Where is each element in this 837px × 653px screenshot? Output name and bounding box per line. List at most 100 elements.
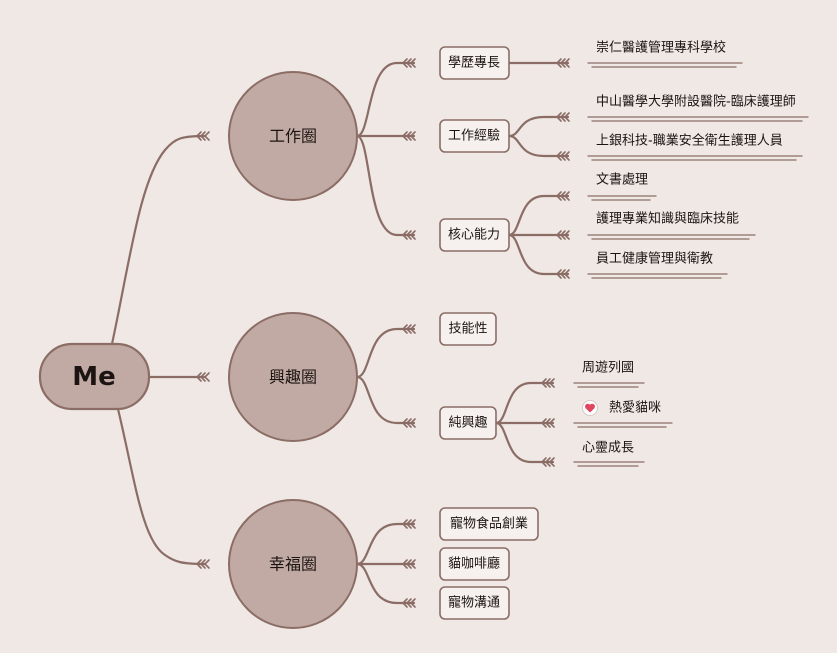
- arrow-chevron: [559, 151, 566, 161]
- arrow-chevron: [540, 378, 547, 388]
- sub-node-label: 技能性: [448, 322, 487, 337]
- arrow-chevron: [199, 559, 206, 569]
- sub-node-box: [439, 547, 510, 581]
- arrow-chevron: [555, 191, 562, 201]
- root-node[interactable]: Me: [38, 342, 151, 411]
- arrow-chevron: [409, 598, 416, 608]
- nodes: Me 工作圈 興趣圈 幸福圈 學歷專長 工作經驗: [38, 40, 796, 629]
- arrow-chevron: [548, 457, 555, 467]
- arrow-chevron: [405, 519, 412, 529]
- arrow-chevron: [555, 151, 562, 161]
- arrow-chevron: [563, 151, 570, 161]
- sub-node-label: 寵物溝通: [448, 595, 500, 611]
- sub-node-education[interactable]: 學歷專長: [439, 46, 510, 80]
- arrow-chevron: [544, 378, 551, 388]
- branch-label: 興趣圈: [269, 368, 317, 387]
- arrow-chevron: [555, 230, 562, 240]
- branch-node-interest[interactable]: 興趣圈: [228, 312, 358, 442]
- arrow-chevron: [409, 559, 416, 569]
- connector-line: [355, 562, 416, 605]
- connector-line: [507, 134, 570, 158]
- arrow-chevron: [405, 131, 412, 141]
- arrow-chevron: [409, 230, 416, 240]
- sub-node-box: [439, 312, 497, 346]
- sub-node-box: [439, 218, 510, 252]
- sub-node-box: [439, 586, 510, 620]
- sub-node-box: [439, 406, 497, 440]
- arrow-chevron: [195, 131, 202, 141]
- leaf-node[interactable]: 心靈成長: [582, 441, 634, 456]
- connector-line: [507, 194, 570, 237]
- leaf-label: 員工健康管理與衛教: [596, 251, 713, 267]
- sub-node-label: 工作經驗: [448, 129, 500, 144]
- sub-node-core-skills[interactable]: 核心能力: [439, 218, 510, 252]
- sub-node-label: 核心能力: [448, 228, 500, 243]
- arrow-chevron: [559, 191, 566, 201]
- arrow-chevron: [548, 378, 555, 388]
- root-node-label: Me: [72, 362, 116, 392]
- sub-node-label: 貓咖啡廳: [448, 556, 500, 572]
- leaf-label: 中山醫學大學附設醫院-臨床護理師: [596, 94, 796, 110]
- arrow-chevron: [544, 418, 551, 428]
- leaf-node[interactable]: 周遊列國: [582, 361, 634, 376]
- arrow-chevron: [409, 418, 416, 428]
- connector-line: [507, 233, 570, 276]
- arrow-chevron: [195, 372, 202, 382]
- sub-node-pet-communication[interactable]: 寵物溝通: [439, 586, 510, 620]
- arrow-chevron: [401, 58, 408, 68]
- leaf-node[interactable]: 上銀科技-職業安全衛生護理人員: [596, 133, 783, 149]
- leaf-node[interactable]: 員工健康管理與衛教: [596, 251, 713, 267]
- sub-node-label: 寵物食品創業: [450, 516, 528, 532]
- branch-node-work[interactable]: 工作圈: [228, 71, 358, 201]
- arrow-chevron: [401, 519, 408, 529]
- arrow-chevron: [401, 230, 408, 240]
- arrow-chevron: [563, 230, 570, 240]
- arrow-chevron: [559, 269, 566, 279]
- sub-node-label: 學歷專長: [448, 56, 500, 71]
- connector-line: [355, 327, 416, 379]
- leaf-node[interactable]: 護理專業知識與臨床技能: [596, 211, 739, 227]
- sub-node-skills[interactable]: 技能性: [439, 312, 497, 346]
- arrow-chevron: [563, 269, 570, 279]
- arrow-chevron: [405, 418, 412, 428]
- arrow-chevron: [559, 230, 566, 240]
- sub-node-box: [439, 507, 539, 541]
- arrow-chevron: [195, 559, 202, 569]
- arrow-chevron: [563, 58, 570, 68]
- sub-node-experience[interactable]: 工作經驗: [439, 119, 510, 153]
- arrow-chevron: [401, 324, 408, 334]
- sub-node-pure-interest[interactable]: 純興趣: [439, 406, 497, 440]
- leaf-label: 上銀科技-職業安全衛生護理人員: [596, 133, 783, 149]
- arrow-chevron: [405, 324, 412, 334]
- root-node-shape: [38, 342, 151, 411]
- sub-node-box: [439, 119, 510, 153]
- arrow-chevron: [405, 58, 412, 68]
- arrow-chevron: [555, 269, 562, 279]
- arrow-chevron: [203, 372, 210, 382]
- leaf-node[interactable]: 文書處理: [596, 173, 648, 188]
- branch-node-happiness[interactable]: 幸福圈: [228, 499, 358, 629]
- leaf-node[interactable]: 中山醫學大學附設醫院-臨床護理師: [596, 94, 796, 110]
- heart-icon: [582, 400, 598, 416]
- arrow-chevron: [540, 457, 547, 467]
- leaf-node[interactable]: 熱愛貓咪: [582, 400, 662, 416]
- connector-line: [494, 381, 555, 425]
- branch-circle: [228, 312, 358, 442]
- leaf-label: 熱愛貓咪: [609, 401, 661, 416]
- branch-circle: [228, 71, 358, 201]
- arrow-chevron: [401, 131, 408, 141]
- arrow-chevron: [555, 112, 562, 122]
- arrow-chevron: [544, 457, 551, 467]
- leaf-label: 崇仁醫護管理專科學校: [596, 40, 726, 56]
- leaf-label: 文書處理: [596, 173, 648, 188]
- arrow-chevron: [559, 58, 566, 68]
- leaf-node[interactable]: 崇仁醫護管理專科學校: [596, 40, 726, 56]
- sub-node-pet-food[interactable]: 寵物食品創業: [439, 507, 539, 541]
- arrow-chevron: [401, 418, 408, 428]
- sub-node-cat-cafe[interactable]: 貓咖啡廳: [439, 547, 510, 581]
- connector-line: [110, 134, 207, 346]
- leaf-label: 周遊列國: [582, 361, 634, 376]
- connector-line: [507, 115, 570, 138]
